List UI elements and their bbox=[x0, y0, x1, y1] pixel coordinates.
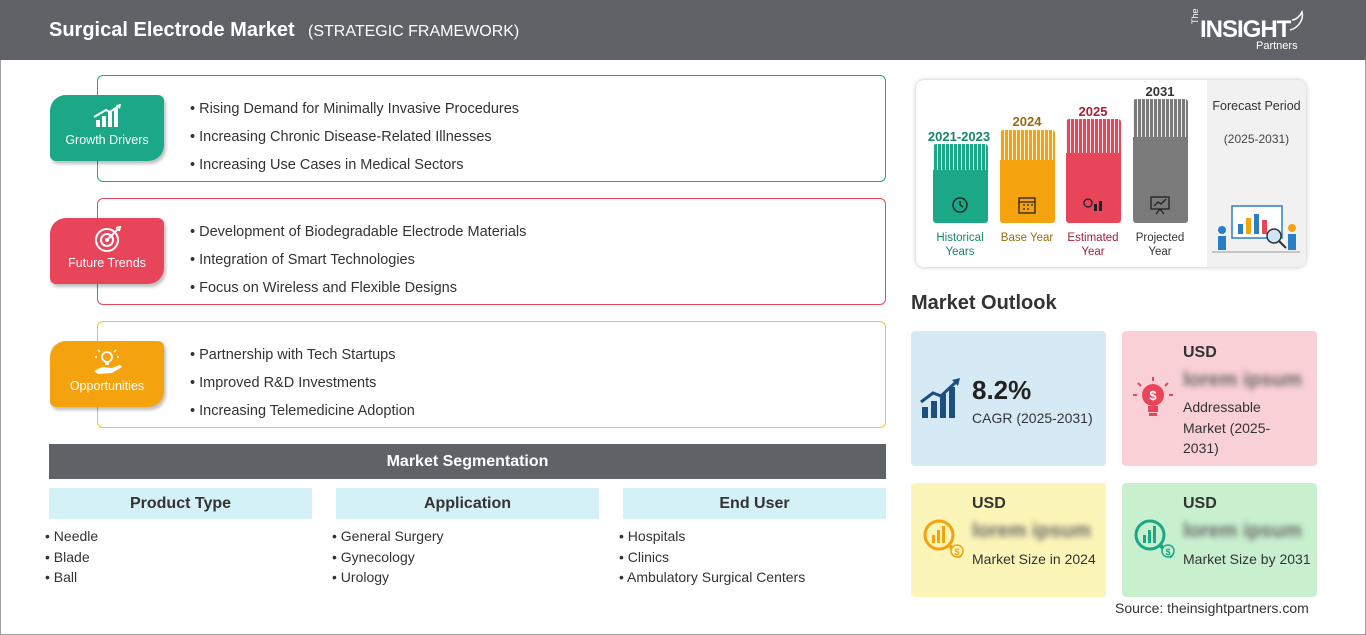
list-item: Increasing Use Cases in Medical Sectors bbox=[190, 151, 519, 179]
forecast-title: Forecast Period bbox=[1212, 99, 1301, 113]
svg-text:$: $ bbox=[1149, 388, 1157, 403]
list-item: Increasing Chronic Disease-Related Illne… bbox=[190, 123, 519, 151]
svg-text:$: $ bbox=[1165, 547, 1170, 557]
list-item: Development of Biodegradable Electrode M… bbox=[190, 218, 526, 246]
list-item: Ball bbox=[45, 567, 312, 588]
history-icon bbox=[952, 197, 968, 213]
logo-insight: INSIGHT bbox=[1200, 16, 1291, 43]
timeline-caption-base: Base Year bbox=[1000, 232, 1054, 244]
addressable-usd: USD bbox=[1183, 344, 1217, 361]
dollar-lightbulb-icon: $ bbox=[1133, 377, 1173, 416]
header-bar: Surgical Electrode Market (STRATEGIC FRA… bbox=[0, 0, 1366, 60]
list-item: Clinics bbox=[619, 547, 886, 568]
page-title: Surgical Electrode Market bbox=[49, 19, 295, 41]
growth-drivers-badge: Growth Drivers bbox=[50, 95, 164, 161]
target-icon bbox=[95, 226, 122, 252]
opportunities-label: Opportunities bbox=[69, 379, 145, 393]
source-link[interactable]: Source: theinsightpartners.com bbox=[1115, 600, 1309, 616]
timeline-year-historical: 2021-2023 bbox=[927, 129, 991, 144]
timeline-bar-estimated bbox=[1066, 119, 1121, 223]
growth-drivers-box: Rising Demand for Minimally Invasive Pro… bbox=[97, 75, 886, 182]
timeline-year-estimated: 2025 bbox=[1078, 104, 1108, 119]
list-item: Improved R&D Investments bbox=[190, 369, 415, 397]
size-2024-usd: USD bbox=[972, 495, 1006, 512]
market-outlook-title: Market Outlook bbox=[911, 292, 1057, 314]
forecast-panel: Forecast Period (2025-2031) bbox=[1207, 80, 1306, 267]
cagr-card: 8.2% CAGR (2025-2031) bbox=[911, 331, 1106, 466]
timeline-year-base: 2024 bbox=[1012, 114, 1042, 129]
list-item: Increasing Telemedicine Adoption bbox=[190, 397, 415, 425]
market-size-2031-card: $ USD lorem ipsum Market Size by 2031 bbox=[1122, 483, 1317, 597]
list-item: Gynecology bbox=[332, 547, 599, 568]
list-item: Focus on Wireless and Flexible Designs bbox=[190, 274, 526, 302]
opportunities-list: Partnership with Tech Startups Improved … bbox=[190, 341, 415, 425]
future-trends-list: Development of Biodegradable Electrode M… bbox=[190, 218, 526, 302]
addressable-label: Addressable Market (2025-2031) bbox=[1183, 399, 1271, 456]
size-2031-usd: USD bbox=[1183, 495, 1217, 512]
opportunities-badge: Opportunities bbox=[50, 341, 164, 407]
future-trends-badge: Future Trends bbox=[50, 218, 164, 284]
timeline-caption-estimated: Estimated Year bbox=[1067, 232, 1119, 258]
list-item: Rising Demand for Minimally Invasive Pro… bbox=[190, 95, 519, 123]
segment-header: Product Type bbox=[49, 488, 312, 519]
size-2031-value: lorem ipsum bbox=[1183, 520, 1302, 542]
list-item: Integration of Smart Technologies bbox=[190, 246, 526, 274]
future-trends-label: Future Trends bbox=[68, 256, 146, 270]
opportunities-box: Partnership with Tech Startups Improved … bbox=[97, 321, 886, 428]
calendar-icon bbox=[1018, 197, 1036, 214]
list-item: Ambulatory Surgical Centers bbox=[619, 567, 886, 588]
segment-header: End User bbox=[623, 488, 886, 519]
list-item: Blade bbox=[45, 547, 312, 568]
addressable-value: lorem ipsum bbox=[1183, 369, 1302, 391]
growth-chart-icon bbox=[93, 104, 121, 127]
insight-partners-logo[interactable]: The INSIGHT Partners bbox=[1190, 8, 1310, 54]
timeline-year-projected: 2031 bbox=[1145, 84, 1175, 99]
segment-header: Application bbox=[336, 488, 599, 519]
chart-magnifier-icon: $ bbox=[923, 519, 964, 559]
analytics-illustration-icon bbox=[1212, 205, 1300, 253]
list-item: Hospitals bbox=[619, 526, 886, 547]
gear-chart-icon bbox=[1083, 198, 1102, 211]
presentation-icon bbox=[1150, 196, 1170, 215]
growth-drivers-list: Rising Demand for Minimally Invasive Pro… bbox=[190, 95, 519, 179]
segment-end-user: End User Hospitals Clinics Ambulatory Su… bbox=[623, 488, 886, 588]
timeline-bar-base bbox=[1000, 130, 1055, 223]
page-subtitle: (STRATEGIC FRAMEWORK) bbox=[308, 23, 520, 40]
list-item: Needle bbox=[45, 526, 312, 547]
list-item: General Surgery bbox=[332, 526, 599, 547]
timeline-bar-projected bbox=[1133, 99, 1188, 223]
logo-partners: Partners bbox=[1256, 40, 1298, 52]
timeline-caption-historical: Historical Years bbox=[936, 232, 984, 258]
cagr-value: 8.2% bbox=[972, 375, 1032, 405]
logo-swoosh-icon bbox=[1289, 10, 1304, 31]
list-item: Urology bbox=[332, 567, 599, 588]
timeline-bar-historical bbox=[933, 144, 988, 223]
list-item: Partnership with Tech Startups bbox=[190, 341, 415, 369]
logo-the: The bbox=[1190, 8, 1200, 24]
forecast-range: (2025-2031) bbox=[1223, 132, 1290, 146]
chart-magnifier-icon: $ bbox=[1134, 519, 1175, 559]
timeline-caption-projected: Projected Year bbox=[1135, 232, 1185, 258]
svg-text:$: $ bbox=[954, 547, 959, 557]
timeline-card: 2021-2023 Historical Years 2024 Base Yea… bbox=[916, 80, 1306, 267]
cagr-label: CAGR (2025-2031) bbox=[972, 410, 1093, 426]
growth-drivers-label: Growth Drivers bbox=[65, 133, 149, 147]
size-2031-label: Market Size by 2031 bbox=[1183, 551, 1311, 567]
segmentation-title: Market Segmentation bbox=[49, 444, 886, 479]
size-2024-value: lorem ipsum bbox=[972, 520, 1091, 542]
cagr-growth-icon bbox=[920, 378, 960, 418]
addressable-market-card: $ USD lorem ipsum Addressable Market (20… bbox=[1122, 331, 1317, 466]
size-2024-label: Market Size in 2024 bbox=[972, 551, 1096, 567]
segment-product-type: Product Type Needle Blade Ball bbox=[49, 488, 312, 588]
segment-application: Application General Surgery Gynecology U… bbox=[336, 488, 599, 588]
market-size-2024-card: $ USD lorem ipsum Market Size in 2024 bbox=[911, 483, 1106, 597]
hand-lightbulb-icon bbox=[94, 349, 122, 374]
future-trends-box: Development of Biodegradable Electrode M… bbox=[97, 198, 886, 305]
